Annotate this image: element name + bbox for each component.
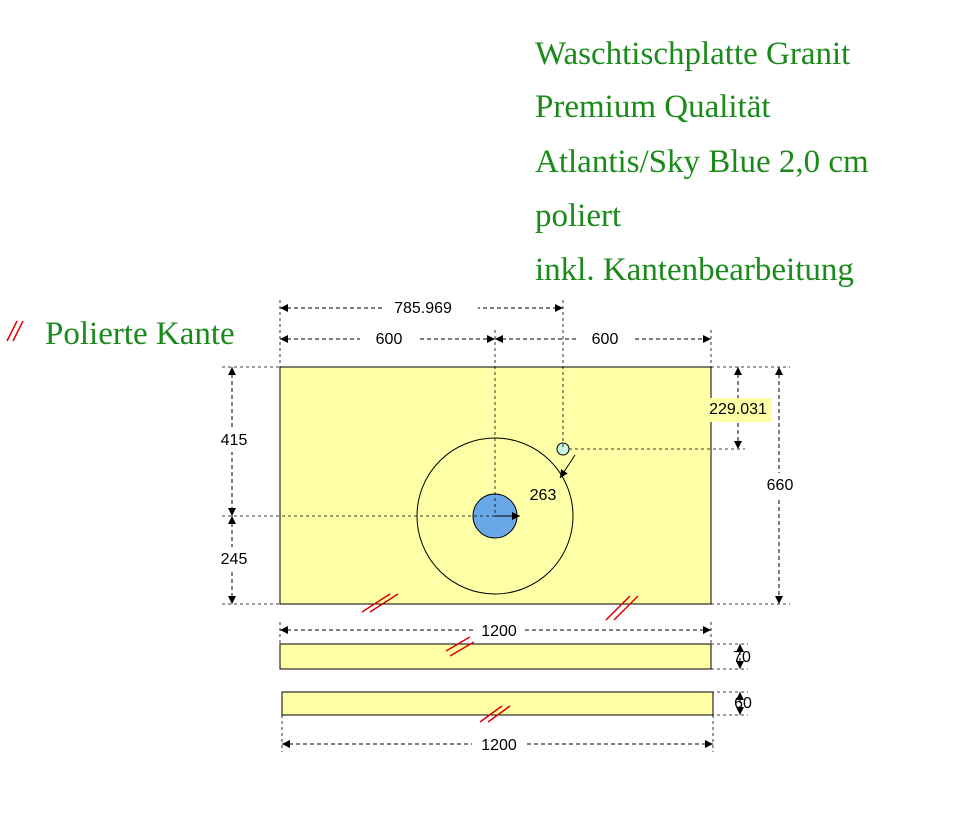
title-line-1: Waschtischplatte Granit: [535, 36, 851, 72]
tap-leader: [559, 454, 576, 479]
slab-polished-edge-marks: [361, 593, 639, 621]
dim-left-width: 600: [376, 331, 403, 348]
dim-tap-from-top: 229.031: [709, 401, 767, 418]
dim-right-width: 600: [592, 331, 619, 348]
title-line-4: poliert: [535, 198, 622, 234]
dim-strip2-length: 1200: [481, 737, 517, 754]
edge-strip-1: [279, 643, 712, 670]
edge-strip-2: [281, 691, 714, 716]
dim-center-to-bottom: 245: [221, 551, 248, 568]
dim-strip1-height: 70: [733, 649, 751, 666]
dim-basin-radius: 263: [530, 487, 557, 504]
countertop-slab: [279, 366, 712, 605]
dim-total-depth: 660: [767, 477, 794, 494]
title-line-2: Premium Qualität: [535, 89, 771, 125]
strip1-polished-edge-marks: [445, 636, 475, 657]
extension-lines: [222, 300, 790, 752]
legend-label: Polierte Kante: [45, 316, 235, 352]
title-line-5: inkl. Kantenbearbeitung: [535, 252, 854, 288]
dim-top-to-center: 415: [221, 432, 248, 449]
title-line-3: Atlantis/Sky Blue 2,0 cm: [535, 144, 869, 180]
dim-tap-offset: 785.969: [394, 300, 452, 317]
dim-strip2-height: 60: [734, 695, 752, 712]
strip2-polished-edge-marks: [479, 705, 511, 723]
polished-edge-marker-icon: [6, 320, 24, 342]
dim-strip1-length: 1200: [481, 623, 517, 640]
